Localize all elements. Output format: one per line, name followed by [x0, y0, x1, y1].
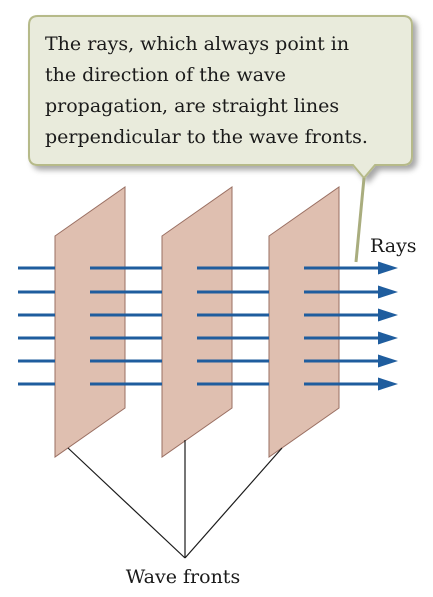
arrowhead-2: [378, 285, 398, 299]
arrowhead-5: [378, 354, 398, 368]
callout-line-2: the direction of the wave: [45, 64, 286, 86]
callout-line-3: propagation, are straight lines: [45, 95, 339, 117]
arrowhead-6: [378, 377, 398, 391]
wave-front-1: [54, 186, 126, 458]
rays-group: [18, 266, 392, 386]
wave-front-leaders: [67, 440, 283, 559]
wave-front-3: [268, 186, 340, 458]
arrowhead-4: [378, 331, 398, 345]
callout-line-1: The rays, which always point in: [45, 33, 349, 55]
arrowhead-3: [378, 308, 398, 322]
callout-bubble: The rays, which always point in the dire…: [28, 15, 413, 180]
leader-line-3: [184, 447, 283, 559]
callout-shape: [28, 15, 413, 180]
callout-pointer-line: [354, 177, 366, 263]
rays-label: Rays: [370, 235, 417, 257]
arrowheads: [378, 261, 398, 391]
leader-line-1: [67, 447, 186, 559]
wave-fronts-label: Wave fronts: [126, 566, 240, 588]
wave-front-2: [161, 186, 233, 458]
callout-line-4: perpendicular to the wave fronts.: [45, 126, 368, 148]
arrowhead-1: [378, 261, 398, 275]
